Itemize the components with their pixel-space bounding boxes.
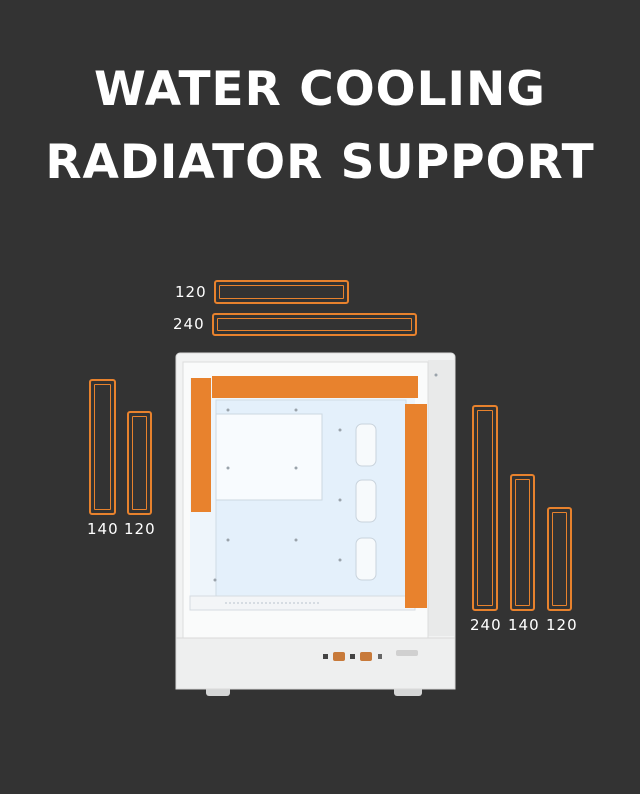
io-port-2 (350, 654, 355, 659)
power-button (396, 650, 418, 656)
top-radiator-120-label: 120 (175, 283, 207, 301)
front-radiator-zone (191, 378, 211, 512)
front-radiator-120-label: 120 (124, 520, 156, 538)
io-port-1 (323, 654, 328, 659)
io-port-usb-1 (333, 652, 345, 661)
io-port-usb-2 (360, 652, 372, 661)
front-radiator-140-label: 140 (87, 520, 119, 538)
cable-grommet-3 (355, 537, 377, 581)
top-radiator-zone (212, 376, 418, 398)
front-radiator-120-outline (127, 411, 152, 515)
page-title-line-1: WATER COOLING (94, 62, 546, 117)
top-radiator-240-outline (212, 313, 417, 336)
case-base (175, 637, 456, 690)
top-radiator-120-outline (214, 280, 349, 304)
rear-radiator-140-outline (510, 474, 535, 611)
cable-grommet-1 (355, 423, 377, 467)
top-radiator-240-label: 240 (173, 315, 205, 333)
front-radiator-140-outline (89, 379, 116, 515)
case-front-panel (428, 360, 454, 636)
cpu-cutout (215, 413, 323, 501)
rear-radiator-zone (405, 404, 427, 608)
cable-grommet-2 (355, 479, 377, 523)
io-port-3 (378, 654, 382, 659)
rear-radiator-120-label: 120 (546, 616, 578, 634)
rear-radiator-140-label: 140 (508, 616, 540, 634)
rear-radiator-120-outline (547, 507, 572, 611)
rear-radiator-240-label: 240 (470, 616, 502, 634)
page-title-line-2: RADIATOR SUPPORT (45, 135, 595, 190)
rear-radiator-240-outline (472, 405, 498, 611)
